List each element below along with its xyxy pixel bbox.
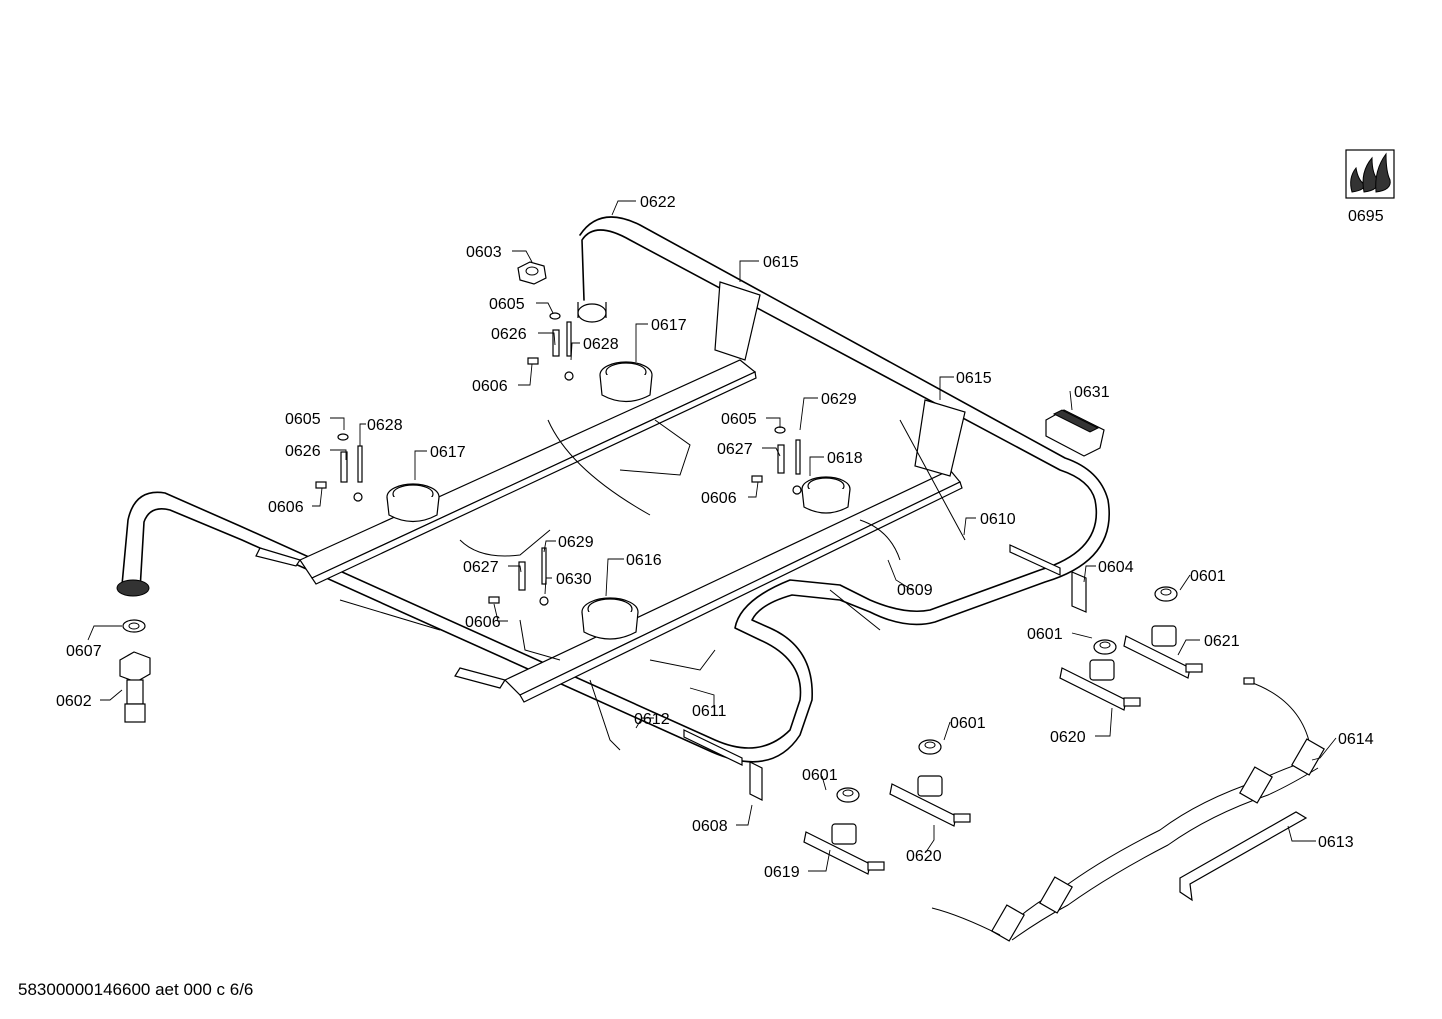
- label-0604: 0604: [1098, 559, 1134, 576]
- label-0606-right: 0606: [701, 490, 737, 507]
- burner-cup-0617-left: [386, 483, 440, 523]
- label-0602: 0602: [56, 693, 92, 710]
- label-0695: 0695: [1348, 208, 1384, 225]
- label-0609: 0609: [897, 582, 933, 599]
- gas-flame-icon: [1345, 149, 1395, 199]
- label-0629-center: 0629: [558, 534, 594, 551]
- label-0622: 0622: [640, 194, 676, 211]
- label-0618: 0618: [827, 450, 863, 467]
- label-0601-b: 0601: [1027, 626, 1063, 643]
- label-0607: 0607: [66, 643, 102, 660]
- nut-0601-b: [1093, 639, 1117, 655]
- label-0605-left: 0605: [285, 411, 321, 428]
- label-0606-left: 0606: [268, 499, 304, 516]
- fitting-0602: [119, 651, 151, 723]
- label-0629-top: 0629: [821, 391, 857, 408]
- label-0615-top: 0615: [763, 254, 799, 271]
- terminal-block-0631: [1045, 409, 1105, 457]
- label-0610: 0610: [980, 511, 1016, 528]
- nut-0601-c: [918, 739, 942, 755]
- label-0617-top: 0617: [651, 317, 687, 334]
- label-0612: 0612: [634, 711, 670, 728]
- label-0626-left: 0626: [285, 443, 321, 460]
- label-0620-upper: 0620: [1050, 729, 1086, 746]
- label-0601-a: 0601: [1190, 568, 1226, 585]
- burner-cup-0618: [801, 476, 851, 514]
- washer-0607: [122, 619, 146, 633]
- label-0616: 0616: [626, 552, 662, 569]
- nut-0601-d: [836, 787, 860, 803]
- label-0631: 0631: [1074, 384, 1110, 401]
- label-0627-center: 0627: [463, 559, 499, 576]
- part-number-labels: 0622 0603 0615 0605 0626 0617 0628 0606 …: [56, 194, 1384, 881]
- burner-bar-left: [299, 281, 761, 585]
- label-0601-d: 0601: [802, 767, 838, 784]
- ignition-switch-rail-0614: [931, 677, 1325, 942]
- nut-0603: [517, 261, 547, 285]
- bar-mount-brackets: [255, 547, 506, 689]
- label-0630: 0630: [556, 571, 592, 588]
- bracket-0604: [1009, 544, 1087, 613]
- label-0628-top: 0628: [583, 336, 619, 353]
- label-0606-top: 0606: [472, 378, 508, 395]
- label-0628-left: 0628: [367, 417, 403, 434]
- label-0603: 0603: [466, 244, 502, 261]
- document-footer: 58300000146600 aet 000 c 6/6: [18, 980, 254, 999]
- thermocouple-wires: [339, 419, 966, 751]
- label-0611: 0611: [692, 703, 727, 720]
- label-0608: 0608: [692, 818, 728, 835]
- nut-0601-a: [1154, 586, 1178, 602]
- burner-cup-0616: [581, 597, 639, 640]
- label-0619: 0619: [764, 864, 800, 881]
- label-0601-c: 0601: [950, 715, 986, 732]
- bracket-0608: [683, 729, 763, 801]
- label-0627-right: 0627: [717, 441, 753, 458]
- ignition-parts-left: [315, 433, 363, 502]
- label-0620-lower: 0620: [906, 848, 942, 865]
- label-0605-right: 0605: [721, 411, 757, 428]
- label-0614: 0614: [1338, 731, 1374, 748]
- label-0606-center: 0606: [465, 614, 501, 631]
- ignition-parts-top: [527, 312, 574, 381]
- valve-0621: [1123, 625, 1203, 679]
- label-0617-left: 0617: [430, 444, 466, 461]
- ignition-parts-center: [488, 547, 549, 606]
- ignition-parts-right: [751, 426, 802, 495]
- valve-0620-lower: [889, 775, 971, 827]
- valve-0620-upper: [1059, 659, 1141, 711]
- label-0615-right: 0615: [956, 370, 992, 387]
- label-0626-top: 0626: [491, 326, 527, 343]
- valve-0619: [803, 823, 885, 875]
- label-0605-top: 0605: [489, 296, 525, 313]
- burner-cup-0617-right: [599, 361, 653, 403]
- strip-0613: [1179, 811, 1308, 902]
- label-0613: 0613: [1318, 834, 1354, 851]
- leader-lines: [87, 200, 1337, 872]
- label-0621: 0621: [1204, 633, 1240, 650]
